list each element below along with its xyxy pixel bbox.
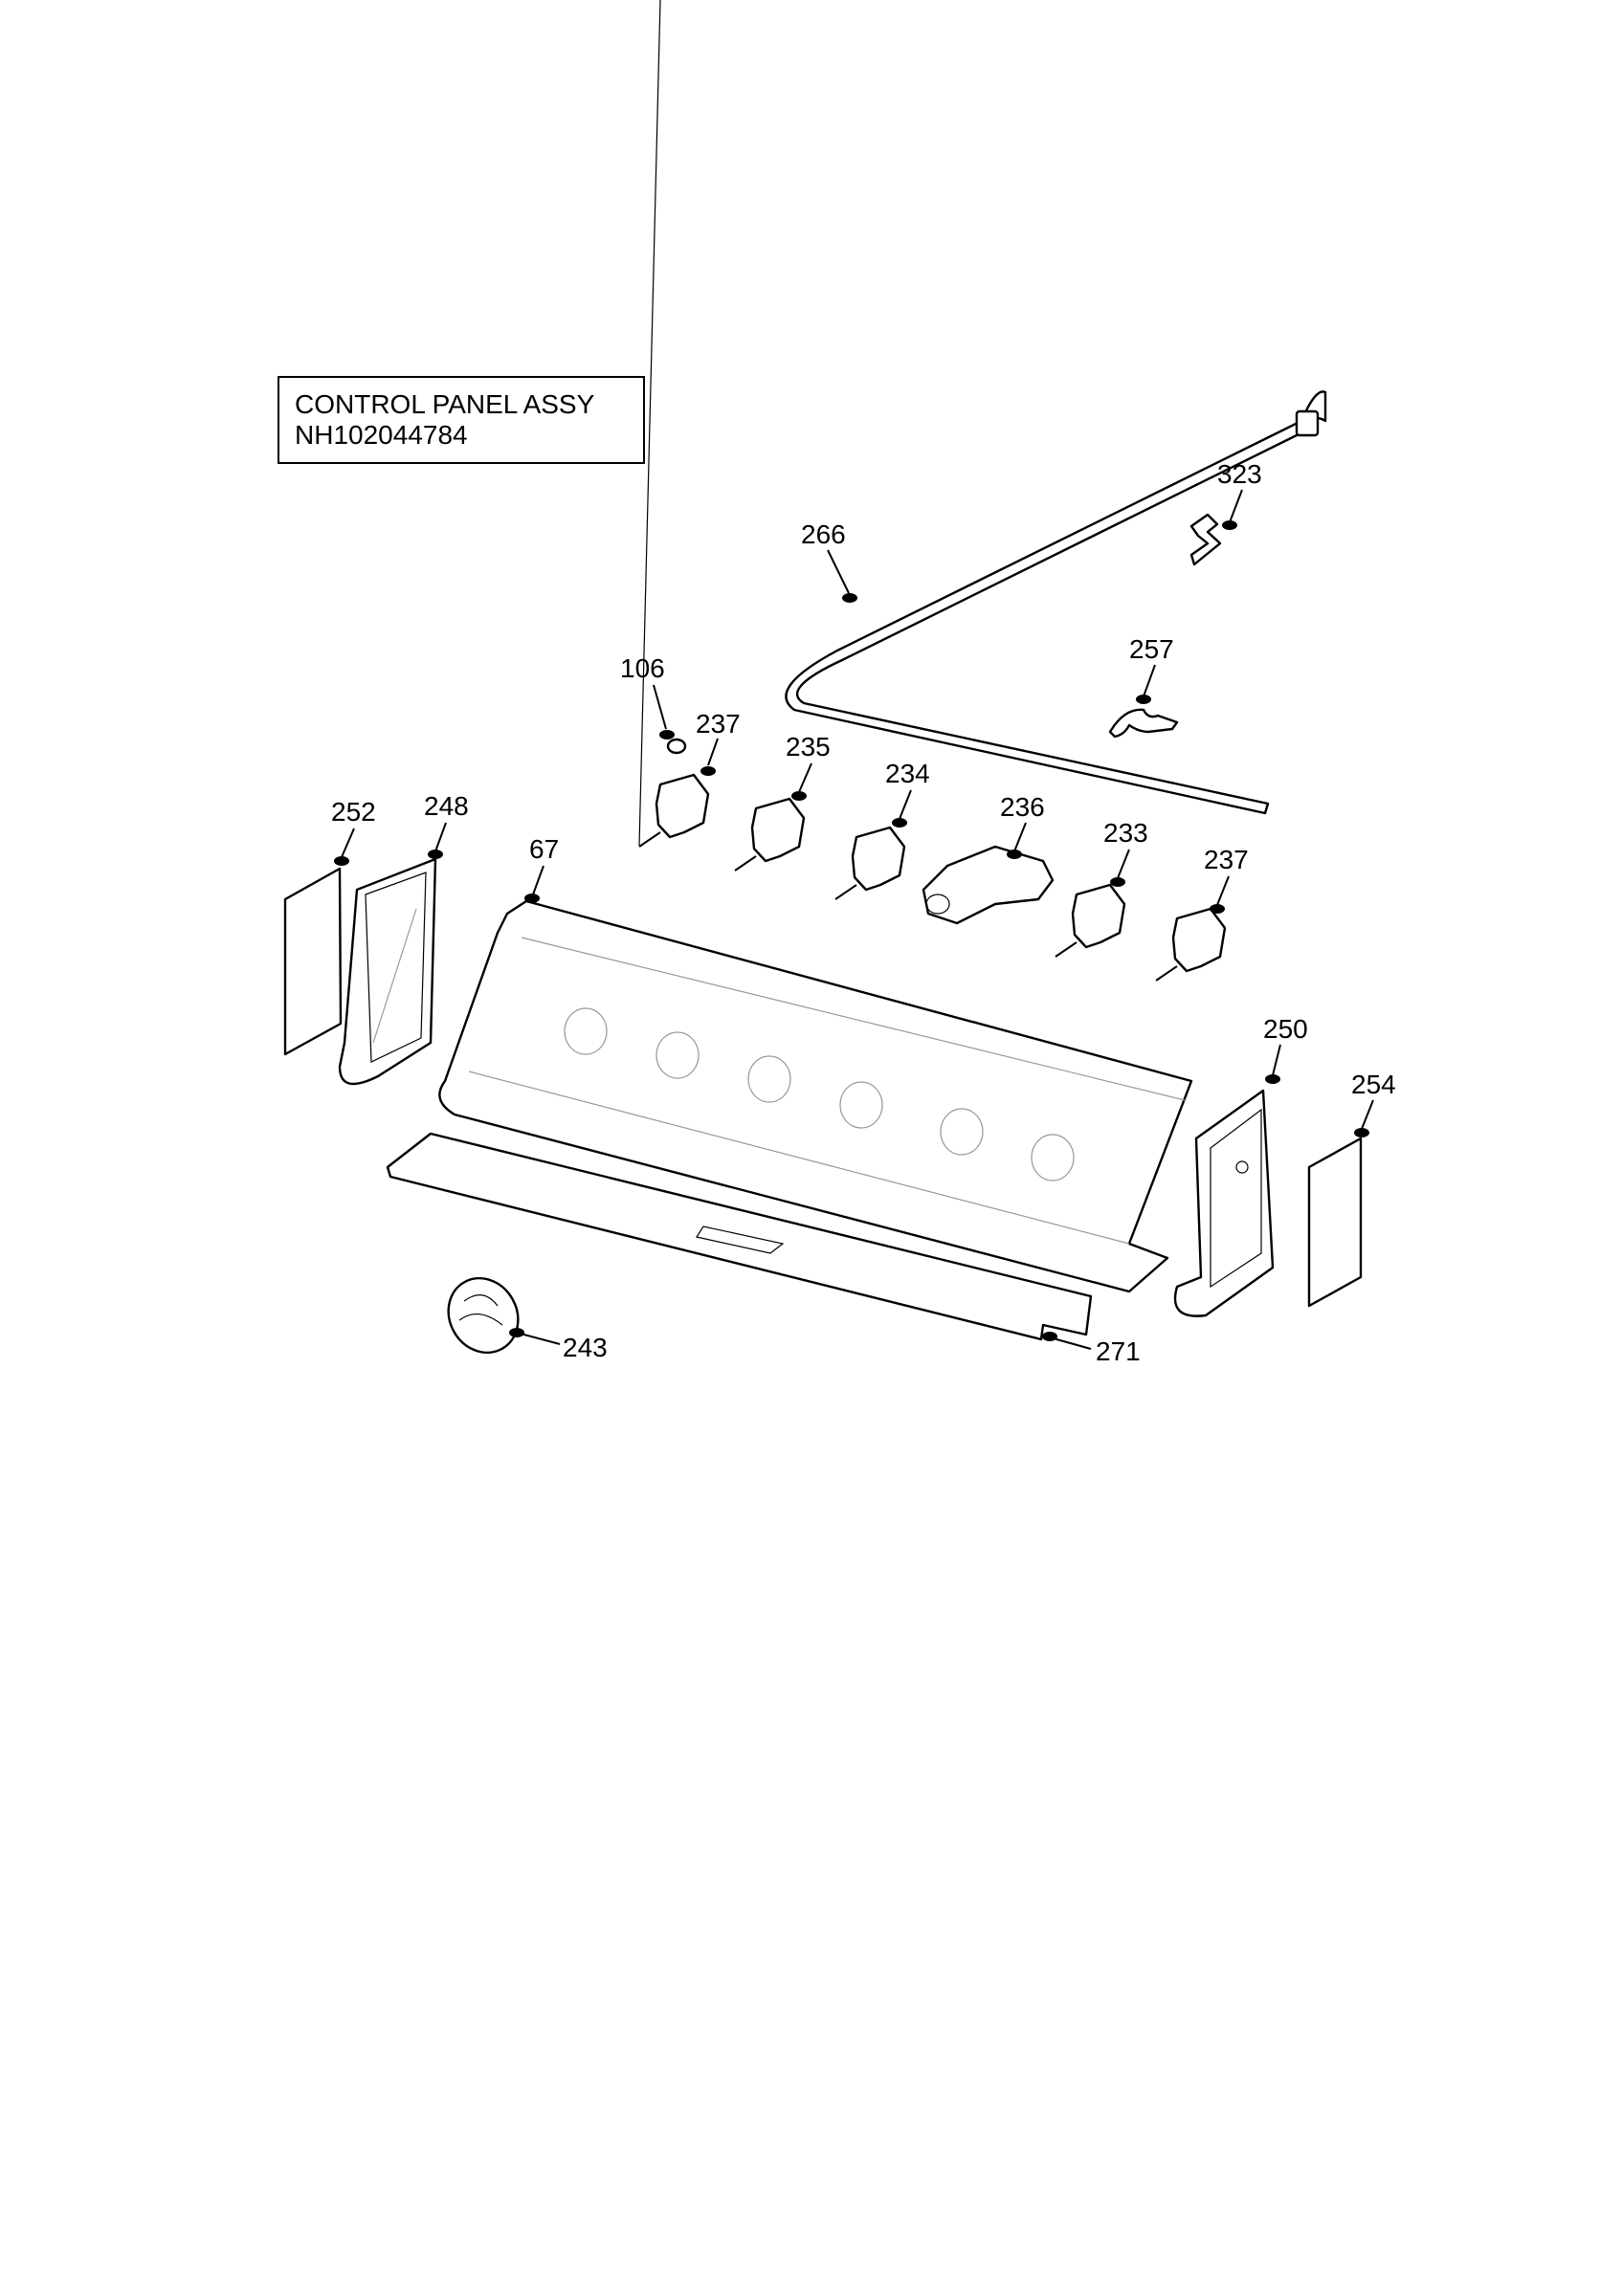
part-250-side-bracket[interactable] xyxy=(1173,1089,1275,1317)
callout-266: 266 xyxy=(801,519,857,603)
svg-text:236: 236 xyxy=(1000,792,1045,822)
callout-271: 271 xyxy=(1042,1332,1141,1366)
title-block: CONTROL PANEL ASSY NH102044784 xyxy=(278,376,645,464)
part-233-valve[interactable] xyxy=(1055,883,1126,958)
part-67-control-panel[interactable] xyxy=(438,899,1193,1293)
assembly-part-number: NH102044784 xyxy=(295,420,468,450)
svg-text:243: 243 xyxy=(563,1333,608,1362)
part-243-knob[interactable] xyxy=(435,1266,532,1365)
part-323-clip[interactable] xyxy=(1189,513,1222,566)
part-271-rail[interactable] xyxy=(386,1132,1093,1341)
svg-text:257: 257 xyxy=(1129,634,1174,664)
callout-235: 235 xyxy=(786,732,831,801)
callout-252: 252 xyxy=(331,797,376,866)
part-234-valve[interactable] xyxy=(834,826,906,900)
part-236-thermostat[interactable] xyxy=(922,845,1055,925)
svg-text:254: 254 xyxy=(1351,1070,1396,1099)
callout-233: 233 xyxy=(1103,818,1148,887)
callout-323: 323 xyxy=(1217,459,1262,530)
part-266-gas-pipe[interactable] xyxy=(785,390,1327,815)
part-235-valve[interactable] xyxy=(734,797,806,872)
svg-text:250: 250 xyxy=(1263,1014,1308,1044)
callout-67: 67 xyxy=(524,834,559,903)
svg-text:67: 67 xyxy=(529,834,559,864)
part-106-cap[interactable] xyxy=(666,738,687,755)
part-254-end-plate[interactable] xyxy=(1307,1137,1363,1308)
callout-243: 243 xyxy=(509,1328,608,1362)
callout-254: 254 xyxy=(1351,1070,1396,1137)
svg-text:248: 248 xyxy=(424,791,469,821)
svg-text:237: 237 xyxy=(1204,845,1249,874)
callout-237-right: 237 xyxy=(1204,845,1249,914)
part-237-valve-right[interactable] xyxy=(1155,907,1227,982)
callout-248: 248 xyxy=(424,791,469,859)
callout-237-left: 237 xyxy=(696,709,741,776)
control-knob-holes xyxy=(564,1007,1075,1181)
callout-234: 234 xyxy=(885,759,930,828)
svg-text:234: 234 xyxy=(885,759,930,788)
part-237-valve-left[interactable] xyxy=(638,0,710,848)
svg-text:252: 252 xyxy=(331,797,376,827)
svg-text:323: 323 xyxy=(1217,459,1262,489)
callout-106: 106 xyxy=(620,653,675,740)
svg-text:237: 237 xyxy=(696,709,741,739)
svg-text:271: 271 xyxy=(1096,1336,1141,1366)
svg-text:106: 106 xyxy=(620,653,665,683)
svg-text:233: 233 xyxy=(1103,818,1148,848)
svg-text:266: 266 xyxy=(801,519,846,549)
part-252-end-plate[interactable] xyxy=(283,867,343,1056)
callout-236: 236 xyxy=(1000,792,1045,859)
svg-text:235: 235 xyxy=(786,732,831,762)
callout-250: 250 xyxy=(1263,1014,1308,1084)
callout-257: 257 xyxy=(1129,634,1174,704)
part-257-bracket[interactable] xyxy=(1108,708,1179,739)
assembly-title: CONTROL PANEL ASSY xyxy=(295,389,595,419)
part-248-side-bracket[interactable] xyxy=(338,857,437,1086)
